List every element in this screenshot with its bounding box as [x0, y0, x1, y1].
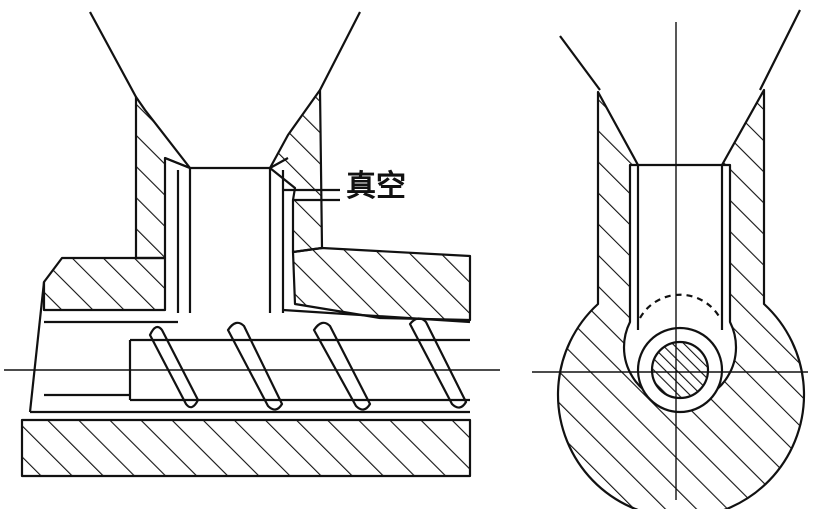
throat-right-line [269, 157, 289, 169]
vacuum-label: 真空 [346, 169, 406, 204]
screw-flight [226, 321, 284, 411]
screw-flights [148, 317, 468, 411]
cross-section-view [532, 9, 808, 509]
hopper-left-wall [134, 95, 192, 260]
bore-left-end [28, 281, 46, 413]
screw-shaft-section [650, 340, 710, 400]
screw-flight [408, 317, 468, 409]
barrel-upper-wall [42, 256, 167, 312]
hopper-right-outer-line [759, 9, 801, 91]
hopper-right-outer-line [319, 11, 361, 91]
side-section-view [4, 11, 500, 478]
hopper-left-outer-line [559, 35, 601, 91]
bore-top-right [282, 308, 471, 324]
barrel-lower-wall [20, 418, 472, 478]
barrel-cross-section-body [556, 88, 806, 509]
screw-flight [312, 321, 372, 411]
throat-left-line [164, 156, 191, 170]
flight-outline-dashed [639, 293, 721, 319]
hopper-right-wall [268, 88, 324, 254]
screw-flight [148, 325, 200, 409]
hopper-left-outer-line [89, 11, 137, 98]
barrel-upper-wall-right [291, 246, 472, 322]
